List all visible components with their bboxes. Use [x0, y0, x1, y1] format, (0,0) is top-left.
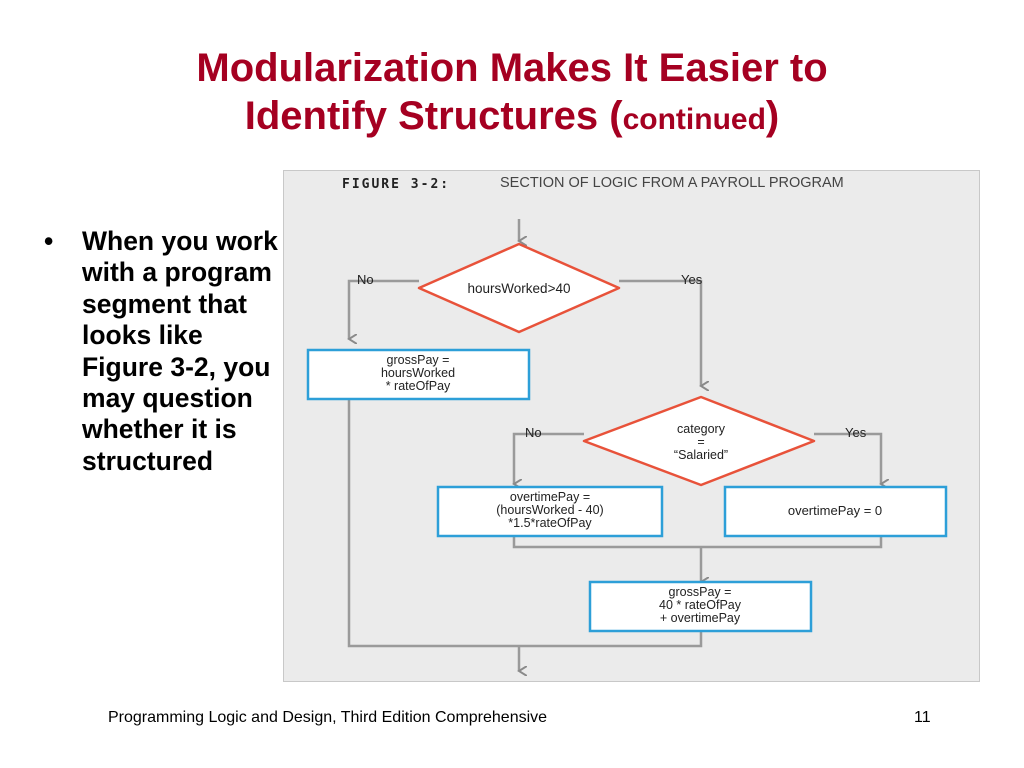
footer-text: Programming Logic and Design, Third Edit…	[108, 709, 548, 726]
d2-no-arrow	[514, 432, 584, 484]
figure-number: FIGURE 3-2:	[342, 177, 451, 192]
decision-2-line-2: =	[697, 435, 704, 449]
box-ot-zero-text: overtimePay = 0	[788, 503, 882, 518]
decision-2-no-label: No	[525, 425, 542, 440]
title-line-2-text: Identify Structures (	[244, 94, 623, 138]
decision-2-yes-label: Yes	[845, 425, 867, 440]
box-ot-line-2: (hoursWorked - 40)	[496, 503, 603, 517]
box-ot-line-3: *1.5*rateOfPay	[508, 516, 592, 530]
d1-yes-arrow	[619, 279, 701, 386]
box-gross-pay: grossPay = hoursWorked * rateOfPay	[306, 348, 531, 401]
title-close-paren: )	[765, 94, 780, 138]
bullet-item: • When you work with a program segment t…	[44, 226, 280, 477]
d2-yes-arrow	[814, 432, 881, 484]
box-final-line-3: + overtimePay	[660, 611, 741, 625]
d1-no-arrow	[349, 279, 419, 339]
bullet-text: When you work with a program segment tha…	[82, 226, 278, 476]
title-line-2: Identify Structures (continued)	[40, 92, 984, 144]
box-gross-line-1: grossPay =	[387, 353, 450, 367]
title-continued: continued	[622, 103, 766, 136]
bullet-dot-icon: •	[44, 226, 54, 256]
box-overtime: overtimePay = (hoursWorked - 40) *1.5*ra…	[436, 485, 664, 538]
flowchart: hoursWorked>40 No Yes grossPay = hoursWo…	[306, 219, 948, 683]
figure-caption: SECTION OF LOGIC FROM A PAYROLL PROGRAM	[500, 175, 844, 191]
slide-title: Modularization Makes It Easier to Identi…	[40, 44, 984, 144]
box-gross-line-3: * rateOfPay	[386, 379, 451, 393]
bullet-list: • When you work with a program segment t…	[44, 226, 280, 477]
box-final-line-1: grossPay =	[669, 585, 732, 599]
merge-line-2	[347, 400, 703, 648]
decision-1-no-label: No	[357, 272, 374, 287]
box-overtime-zero: overtimePay = 0	[723, 485, 948, 538]
page-number: 11	[914, 709, 931, 726]
decision-1-text: hoursWorked>40	[468, 281, 571, 296]
box-final-gross: grossPay = 40 * rateOfPay + overtimePay	[588, 580, 813, 633]
decision-1: hoursWorked>40 No Yes	[357, 242, 703, 334]
decision-2: category = “Salaried” No Yes	[525, 395, 867, 487]
box-gross-line-2: hoursWorked	[381, 366, 455, 380]
figure-3-2: FIGURE 3-2: SECTION OF LOGIC FROM A PAYR…	[283, 170, 980, 682]
box-final-line-2: 40 * rateOfPay	[659, 598, 742, 612]
decision-1-yes-label: Yes	[681, 272, 703, 287]
box-ot-line-1: overtimePay =	[510, 490, 590, 504]
figure-header: FIGURE 3-2: SECTION OF LOGIC FROM A PAYR…	[342, 175, 962, 217]
decision-2-line-1: category	[677, 422, 726, 436]
decision-2-line-3: “Salaried”	[674, 448, 728, 462]
title-line-1: Modularization Makes It Easier to	[196, 46, 828, 90]
